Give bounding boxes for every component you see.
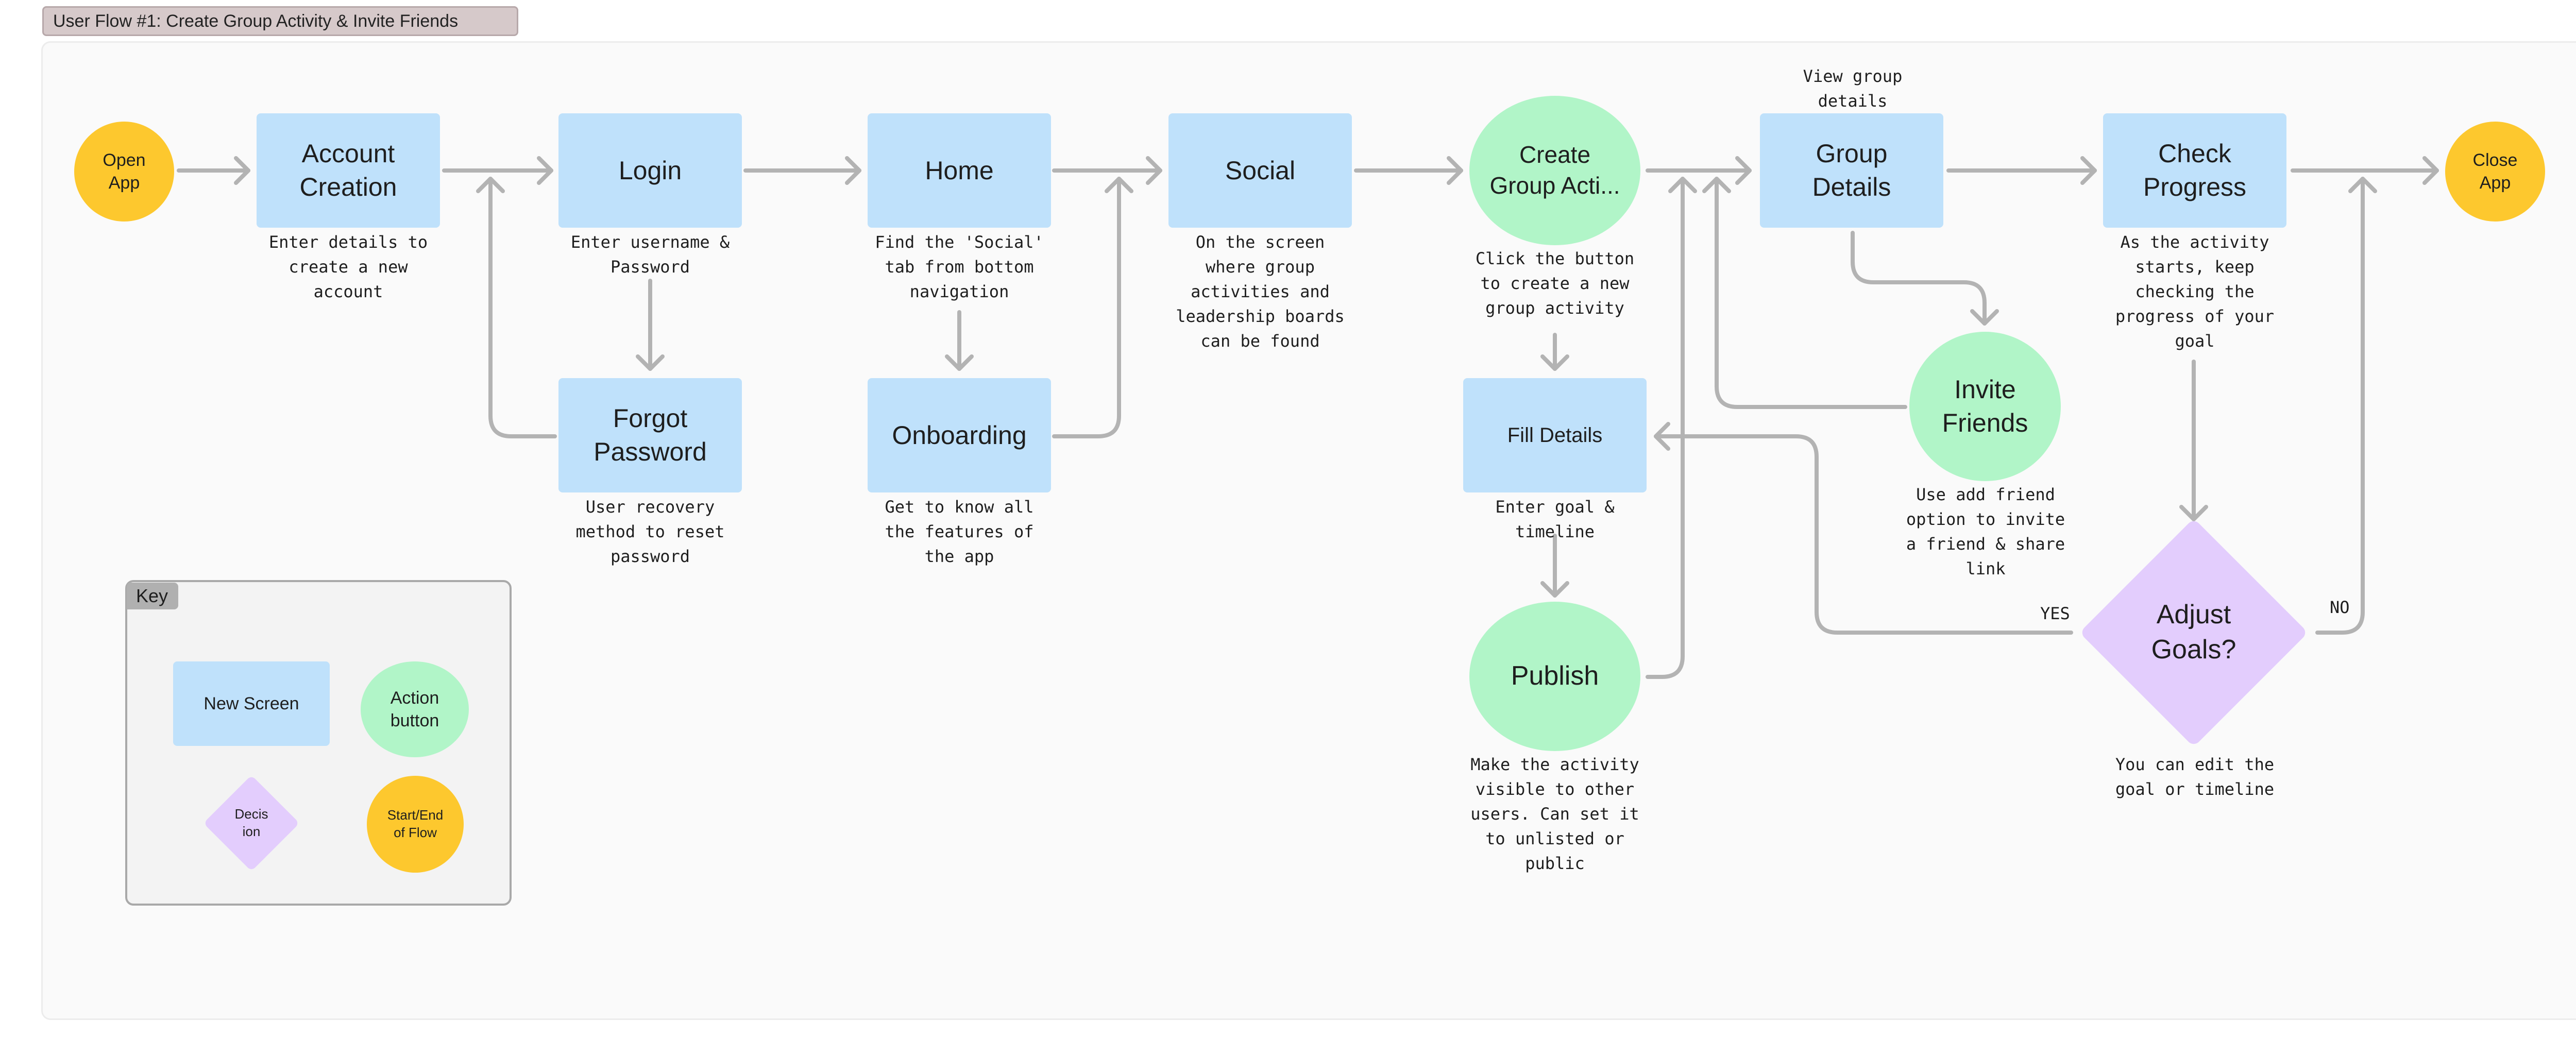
note-onboarding: Get to know all the features of the app xyxy=(885,497,1034,566)
note-forgot-password: User recovery method to reset password xyxy=(575,497,725,566)
screen-check-progress: Check Progress xyxy=(2103,113,2286,228)
note-check-progress: As the activity starts, keep checking th… xyxy=(2115,232,2275,351)
arrow-forgot-to-login xyxy=(488,177,557,438)
legend-action-button: Action button xyxy=(361,661,469,757)
note-social: On the screen where group activities and… xyxy=(1176,232,1345,351)
action-invite-friends: Invite Friends xyxy=(1909,332,2061,481)
note-adjust-goals: You can edit the goal or timeline xyxy=(2115,755,2275,799)
note-home: Find the 'Social' tab from bottom naviga… xyxy=(875,232,1044,301)
branch-no-label: NO xyxy=(2330,598,2350,617)
screen-account-creation: Account Creation xyxy=(257,113,440,228)
arrow-publish-to-group xyxy=(1646,177,1685,679)
screen-onboarding: Onboarding xyxy=(868,378,1051,492)
legend-start-end: Start/End of Flow xyxy=(367,776,464,873)
note-publish: Make the activity visible to other users… xyxy=(1470,755,1639,873)
note-login: Enter username & Password xyxy=(570,232,730,277)
screen-group-details: Group Details xyxy=(1760,113,1943,228)
note-account-creation: Enter details to create a new account xyxy=(268,232,428,301)
arrow-group-to-invite xyxy=(1851,231,1987,326)
note-create-group: Click the button to create a new group a… xyxy=(1475,249,1635,318)
legend-title: Key xyxy=(127,583,178,609)
screen-login: Login xyxy=(558,113,742,228)
arrow-yes-to-fill xyxy=(1654,434,2073,635)
legend-decision-label: Decis ion xyxy=(234,806,268,839)
arrow-onboarding-to-social xyxy=(1052,177,1121,438)
legend-new-screen: New Screen xyxy=(173,661,330,746)
end-close-app: Close App xyxy=(2445,122,2545,222)
action-publish: Publish xyxy=(1469,602,1640,751)
flow-title: User Flow #1: Create Group Activity & In… xyxy=(42,6,518,36)
screen-home: Home xyxy=(868,113,1051,228)
action-create-group-activity: Create Group Acti... xyxy=(1469,96,1640,245)
branch-yes-label: YES xyxy=(2040,604,2070,623)
decision-adjust-goals-label: Adjust Goals? xyxy=(2151,600,2236,665)
screen-social: Social xyxy=(1168,113,1352,228)
screen-fill-details: Fill Details xyxy=(1463,378,1647,492)
arrow-invite-to-group xyxy=(1715,177,1907,409)
screen-forgot-password: Forgot Password xyxy=(558,378,742,492)
arrow-no-to-close xyxy=(2315,177,2365,635)
note-fill-details: Enter goal & timeline xyxy=(1495,497,1615,541)
start-open-app: Open App xyxy=(74,122,174,222)
note-invite-friends: Use add friend option to invite a friend… xyxy=(1906,485,2065,578)
note-group-details: View group details xyxy=(1803,66,1903,111)
